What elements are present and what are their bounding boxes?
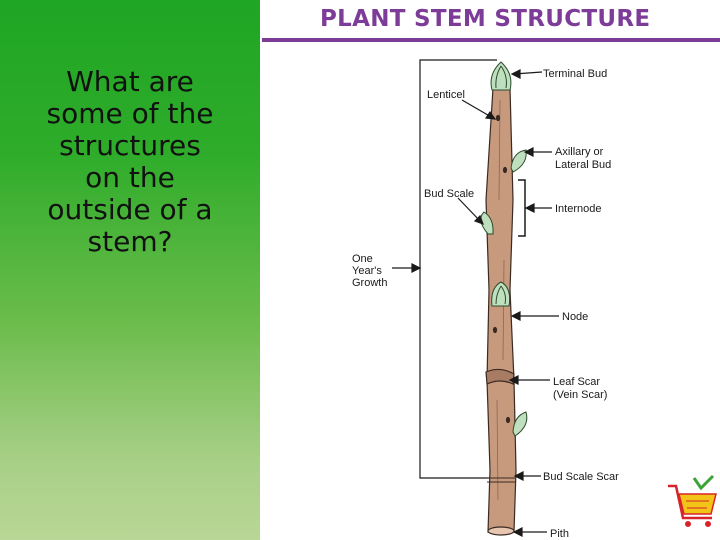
- label-leaf-scar-line2: (Vein Scar): [553, 389, 607, 401]
- question-line: outside of a: [47, 193, 213, 226]
- lower-axillary-bud: [512, 411, 528, 437]
- internode-bracket: [518, 179, 526, 237]
- label-pith: Pith: [550, 528, 569, 540]
- title-underline: [262, 38, 720, 42]
- diagram-title: PLANT STEM STRUCTURE: [320, 6, 651, 32]
- stem-diagram: Terminal Bud Lenticel Axillary or Latera…: [352, 59, 717, 540]
- label-internode: Internode: [555, 203, 601, 215]
- label-lenticel: Lenticel: [427, 89, 465, 101]
- terminal-bud: [490, 61, 512, 91]
- bud-scale-bud: [480, 211, 494, 235]
- node-bud: [491, 281, 511, 307]
- stem-shape: [485, 87, 517, 536]
- label-terminal-bud: Terminal Bud: [543, 68, 607, 80]
- label-one-years-growth-line3: Growth: [352, 277, 387, 289]
- label-arrows: [392, 69, 559, 537]
- axillary-bud: [510, 149, 527, 173]
- shopping-cart-icon: [668, 474, 717, 527]
- label-bud-scale: Bud Scale: [424, 188, 474, 200]
- label-one-years-growth-line1: One: [352, 253, 373, 265]
- question-line: on the: [85, 161, 175, 194]
- label-one-years-growth-line2: Year's: [352, 265, 382, 277]
- question-line: stem?: [87, 225, 173, 258]
- question-line: structures: [59, 129, 201, 162]
- label-axillary-bud-line2: Lateral Bud: [555, 159, 611, 171]
- label-bud-scale-scar: Bud Scale Scar: [543, 471, 619, 483]
- question-text: What are some of the structures on the o…: [0, 66, 260, 258]
- left-panel: What are some of the structures on the o…: [0, 0, 260, 540]
- question-line: What are: [66, 65, 194, 98]
- label-axillary-bud-line1: Axillary or: [555, 146, 604, 158]
- label-leaf-scar-line1: Leaf Scar: [553, 376, 600, 388]
- one-years-growth-bracket: [419, 59, 497, 479]
- question-line: some of the: [46, 97, 214, 130]
- label-node: Node: [562, 311, 588, 323]
